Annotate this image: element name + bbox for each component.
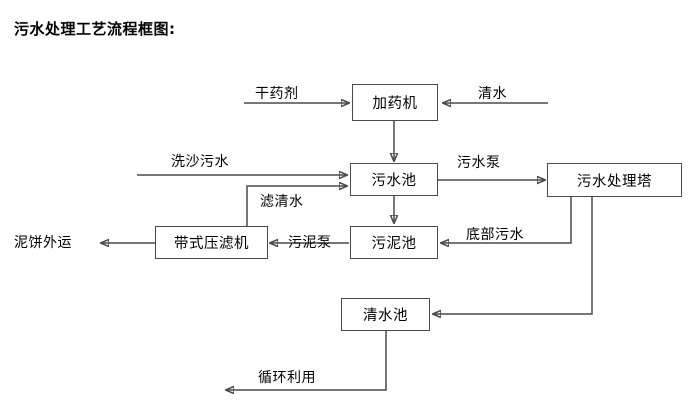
edge-clean-water-pool-to-recycle xyxy=(226,331,387,390)
label-bottom-wastewater: 底部污水 xyxy=(466,227,524,243)
node-clean-water-pool[interactable]: 清水池 xyxy=(341,298,430,331)
edge-filtered-water-to-wastewater-pool xyxy=(246,186,347,226)
label-sand-wash-wastewater: 洗沙污水 xyxy=(171,154,229,170)
edge-bottom-wastewater-to-sludge-pool xyxy=(441,197,572,243)
label-sludge-pump: 污泥泵 xyxy=(288,235,332,251)
label-filtered-clear-water: 滤清水 xyxy=(260,194,304,210)
label-dry-chemical: 干药剂 xyxy=(255,86,299,102)
node-sludge-pool[interactable]: 污泥池 xyxy=(350,226,438,259)
edge-tower-to-clean-water-pool xyxy=(433,197,593,314)
page-title: 污水处理工艺流程框图: xyxy=(14,20,176,38)
node-dosing-machine[interactable]: 加药机 xyxy=(352,84,438,121)
label-mud-cake-transport: 泥饼外运 xyxy=(14,235,72,251)
label-clean-water-in: 清水 xyxy=(478,86,507,102)
node-treatment-tower[interactable]: 污水处理塔 xyxy=(547,163,682,197)
node-wastewater-pool[interactable]: 污水池 xyxy=(350,163,438,196)
node-belt-filter-press[interactable]: 带式压滤机 xyxy=(155,226,268,259)
label-recycle-reuse: 循环利用 xyxy=(258,370,316,386)
label-wastewater-pump: 污水泵 xyxy=(457,155,501,171)
